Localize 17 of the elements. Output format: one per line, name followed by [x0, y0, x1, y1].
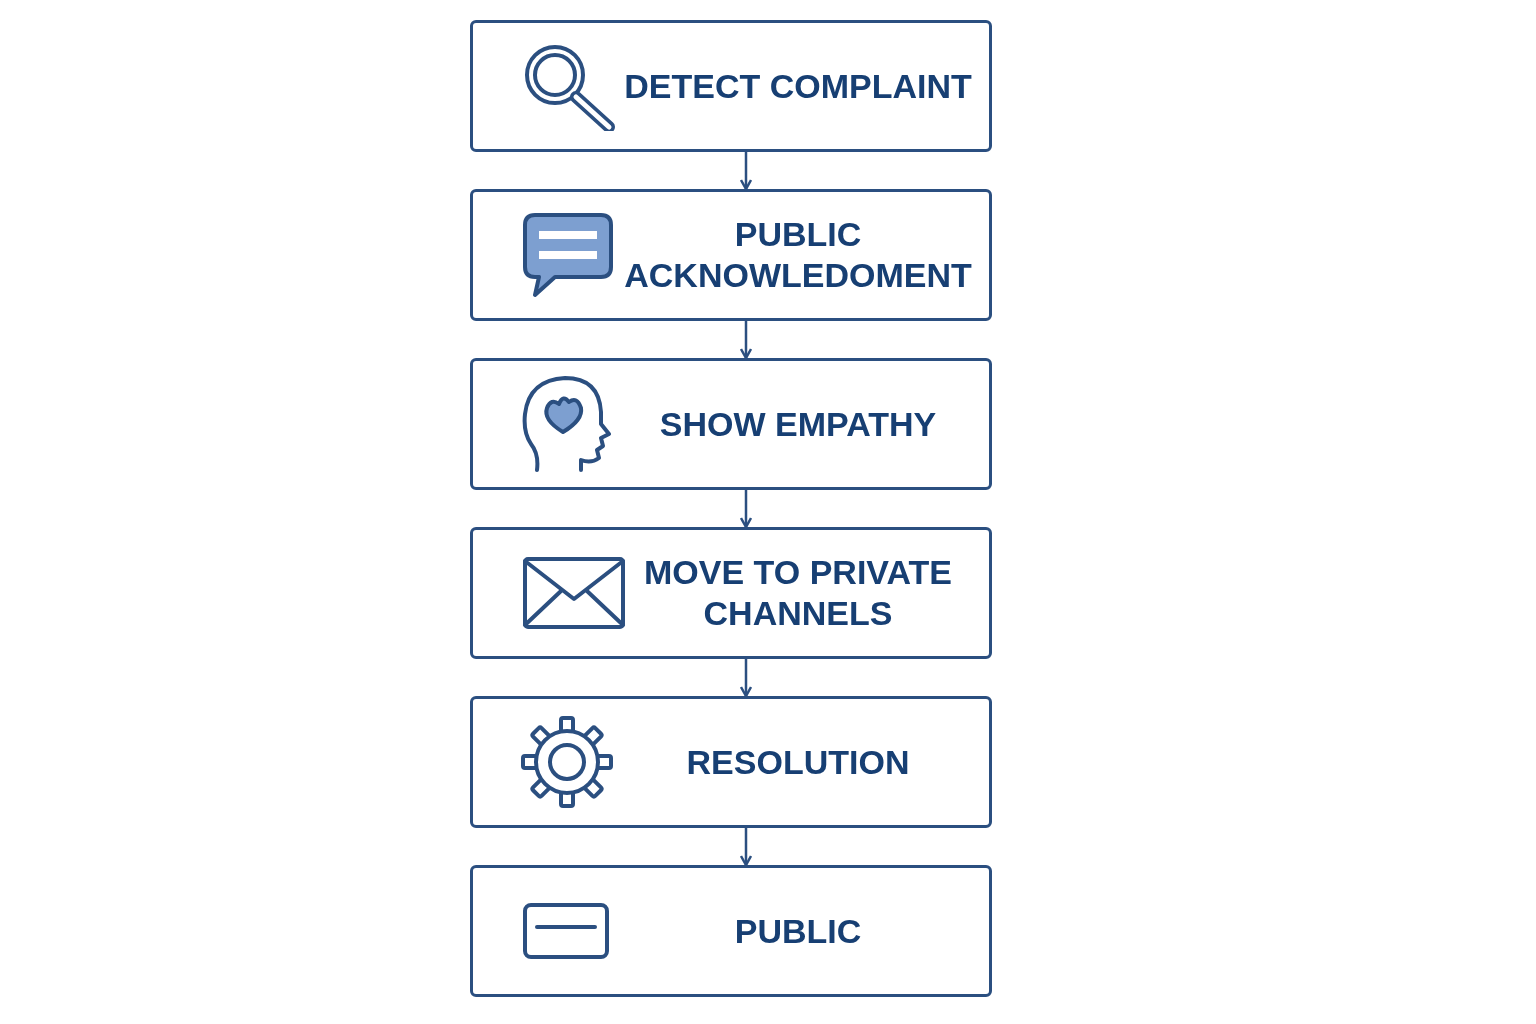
process-box: [470, 527, 992, 659]
process-box: [470, 358, 992, 490]
arrow: [739, 321, 753, 360]
arrow: [739, 490, 753, 529]
step-label: DETECT COMPLAINT: [624, 65, 972, 107]
arrow: [739, 659, 753, 698]
process-box: [470, 865, 992, 997]
arrow: [739, 828, 753, 867]
step-label: PUBLIC ACKNOWLEDOMENT: [623, 214, 973, 296]
arrow: [739, 152, 753, 191]
process-box: [470, 189, 992, 321]
step-label: MOVE TO PRIVATE CHANNELS: [643, 552, 953, 634]
process-box: [470, 20, 992, 152]
process-box: [470, 696, 992, 828]
step-label: PUBLIC: [734, 910, 862, 952]
step-label: RESOLUTION: [686, 741, 910, 783]
step-label: SHOW EMPATHY: [659, 403, 937, 445]
